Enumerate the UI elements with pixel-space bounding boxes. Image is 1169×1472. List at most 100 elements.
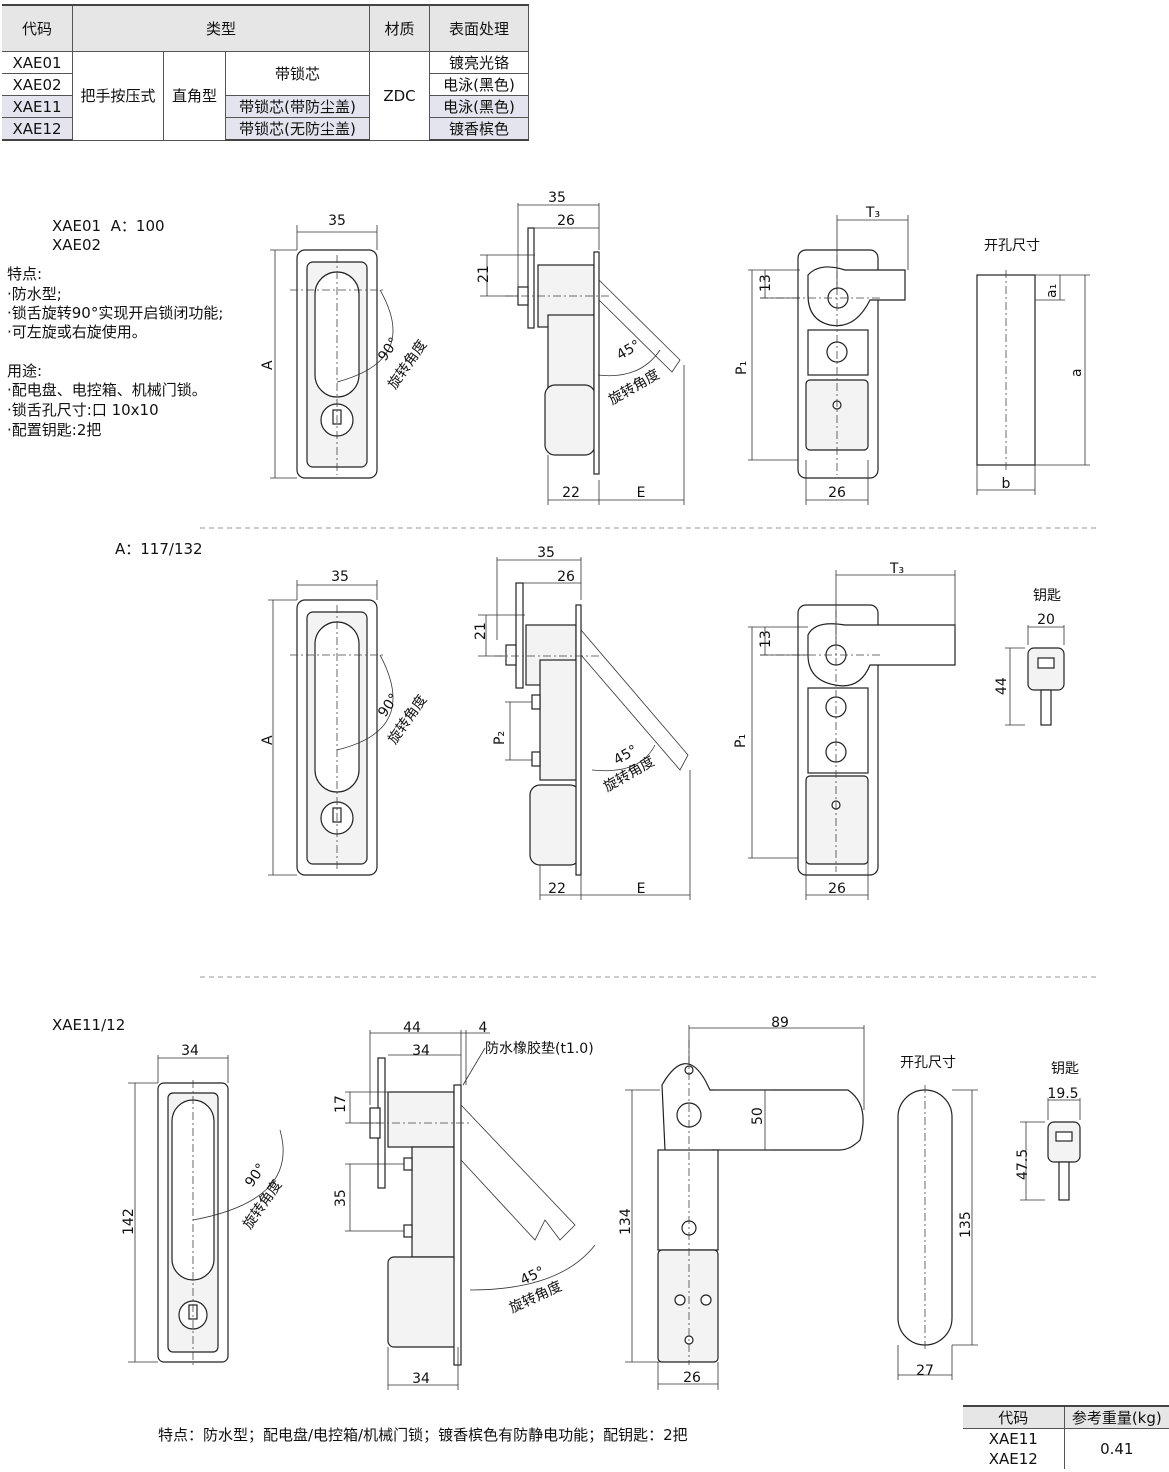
dim-label: 21 [473, 622, 489, 640]
dim-label: 47.5 [1015, 1149, 1031, 1180]
dim-label: 26 [557, 213, 575, 229]
dim-label: E [637, 881, 646, 897]
material-cell: ZDC [369, 51, 430, 141]
dim-label: P₁ [733, 734, 749, 748]
key-drawing-1 [1005, 625, 1065, 726]
code-cell: XAE12 [2, 117, 73, 141]
dim-label: T₃ [865, 205, 880, 221]
dim-label: 19.5 [1047, 1086, 1078, 1102]
dim-label: b [1002, 476, 1011, 492]
code-cell: XAE11 [963, 1428, 1065, 1449]
dim-label: 35 [548, 190, 566, 206]
dim-label: 26 [828, 485, 846, 501]
type1-cell: 把手按压式 [72, 51, 164, 141]
gasket-label: 防水橡胶垫(t1.0) [485, 1040, 594, 1057]
cutout-view-1 [976, 270, 1090, 495]
key-title: 钥匙 [1051, 1061, 1079, 1077]
dim-label: 34 [412, 1371, 430, 1387]
code-cell: XAE02 [2, 73, 73, 96]
dim-label: 35 [537, 545, 555, 561]
weight-table: 代码 参考重量(kg) XAE11 0.41 XAE12 [963, 1405, 1169, 1469]
dim-label: 27 [916, 1363, 934, 1379]
core-cell: 带锁芯 [225, 51, 370, 96]
dim-label: P₁ [734, 361, 750, 375]
dim-label: A [260, 735, 276, 745]
code-cell: XAE11 [2, 95, 73, 118]
dim-label: 89 [771, 1015, 789, 1031]
dim-label: 34 [412, 1043, 430, 1059]
dim-label: 135 [958, 1211, 974, 1238]
dim-label: 26 [828, 881, 846, 897]
dim-label: 134 [618, 1208, 634, 1235]
header-code: 代码 [2, 4, 73, 52]
dim-label: 22 [562, 485, 580, 501]
core-cell: 带锁芯(无防尘盖) [225, 117, 370, 141]
dim-label: a [1069, 368, 1085, 377]
usage-item: ·配电盘、电控箱、机械门锁。 [7, 381, 207, 399]
spec-table: 代码 类型 材质 表面处理 XAE01 把手按压式 直角型 带锁芯 ZDC 镀亮… [2, 4, 529, 141]
cutout-title: 开孔尺寸 [984, 238, 1040, 254]
dim-label: 34 [181, 1043, 199, 1059]
front-view-2 [268, 580, 394, 876]
finish-cell: 镀香槟色 [429, 117, 529, 141]
dim-label: 50 [750, 1107, 766, 1125]
dim-label: 142 [121, 1208, 137, 1235]
code-cell: XAE12 [963, 1449, 1065, 1469]
dim-label: 17 [333, 1095, 349, 1113]
back-view-1 [748, 215, 909, 505]
side-view-3 [345, 1030, 596, 1390]
header-weight: 参考重量(kg) [1064, 1405, 1169, 1429]
dim-label: T₃ [889, 561, 904, 577]
angle-label: 90° [375, 335, 402, 365]
type2-cell: 直角型 [163, 51, 226, 141]
dim-label: 20 [1037, 612, 1055, 628]
dim-label: a₁ [1044, 284, 1060, 298]
key-drawing-3 [1020, 1098, 1081, 1201]
dim-label: 21 [476, 265, 492, 283]
model-label: A：117/132 [115, 540, 203, 558]
model-label: XAE11/12 [52, 1016, 126, 1034]
dim-label: 4 [479, 1020, 488, 1036]
finish-cell: 电泳(黑色) [429, 95, 529, 118]
front-view-3 [128, 1055, 284, 1365]
dim-label: 26 [683, 1370, 701, 1386]
angle-label: 45° [614, 337, 644, 363]
cutout-view-3 [897, 1085, 978, 1380]
feature-note: 特点：防水型；配电盘/电控箱/机械门锁；镀香槟色有防静电功能；配钥匙：2把 [158, 1426, 688, 1444]
dim-label: 35 [328, 213, 346, 229]
side-view-2 [478, 557, 691, 900]
angle-label: 旋转角度 [606, 367, 662, 409]
dim-label: 44 [403, 1020, 421, 1036]
model-label: XAE02 [52, 236, 102, 254]
features-title: 特点: [7, 265, 43, 283]
dim-label: 22 [548, 881, 566, 897]
header-code: 代码 [963, 1405, 1065, 1429]
usage-title: 用途: [7, 362, 43, 380]
feature-item: ·防水型; [7, 285, 62, 303]
dim-label: E [637, 485, 646, 501]
dim-label: 26 [557, 569, 575, 585]
finish-cell: 电泳(黑色) [429, 73, 529, 96]
feature-item: ·锁舌旋转90°实现开启锁闭功能; [7, 304, 224, 322]
feature-item: ·可左旋或右旋使用。 [7, 323, 147, 341]
key-title: 钥匙 [1033, 588, 1061, 604]
back-view-3 [625, 1025, 865, 1390]
weight-cell: 0.41 [1100, 1440, 1134, 1458]
angle-label: 旋转角度 [507, 1278, 565, 1316]
model-label: XAE01 A：100 [52, 217, 165, 235]
dim-label: 35 [331, 569, 349, 585]
usage-item: ·锁舌孔尺寸:口 10x10 [7, 401, 159, 419]
front-view-1 [270, 225, 394, 479]
header-material: 材质 [369, 4, 430, 52]
angle-label: 90° [375, 691, 402, 721]
cutout-title: 开孔尺寸 [900, 1055, 956, 1071]
dim-label: A [260, 360, 276, 370]
back-view-2 [748, 570, 956, 900]
dim-label: P₂ [492, 731, 508, 745]
dim-label: 44 [994, 677, 1010, 695]
usage-item: ·配置钥匙:2把 [7, 421, 102, 439]
dim-label: 13 [758, 274, 774, 292]
side-view-1 [480, 203, 685, 505]
